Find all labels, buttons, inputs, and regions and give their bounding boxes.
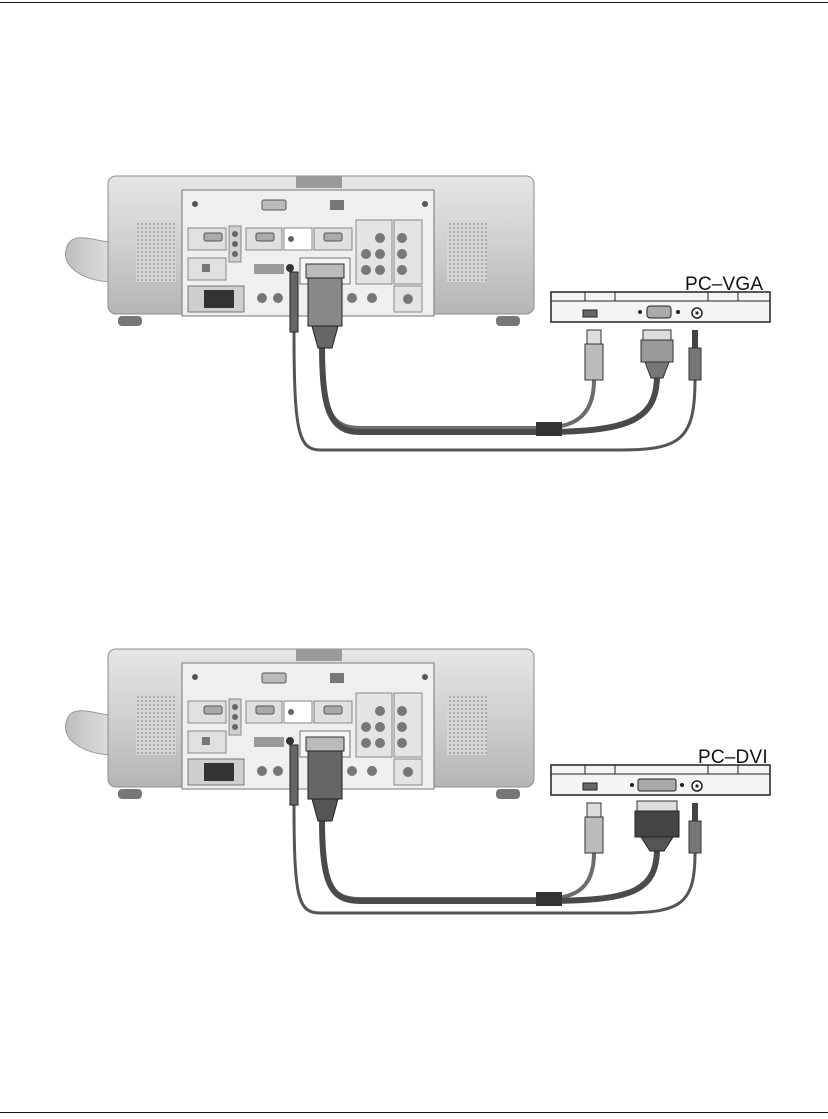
- computer-plugs: [585, 330, 701, 380]
- bottom-rule: [0, 1112, 828, 1113]
- pc-dvi-label: PC–DVI: [698, 747, 768, 769]
- projector-plugs: [290, 745, 342, 821]
- projector-rear: [65, 176, 534, 326]
- diagram-pc-vga: PC–VGA: [0, 170, 828, 470]
- computer-plugs: [585, 801, 701, 853]
- diagram-pc-dvi: PC–DVI: [0, 643, 828, 943]
- computer-box: [551, 765, 770, 795]
- projector-plugs: [290, 272, 342, 348]
- computer-box: [551, 292, 770, 322]
- top-rule: [0, 2, 828, 3]
- projector-rear: [65, 649, 534, 799]
- cables: [294, 330, 695, 450]
- connection-illustration: [0, 643, 828, 943]
- pc-vga-label: PC–VGA: [685, 274, 763, 296]
- connection-illustration: [0, 170, 828, 470]
